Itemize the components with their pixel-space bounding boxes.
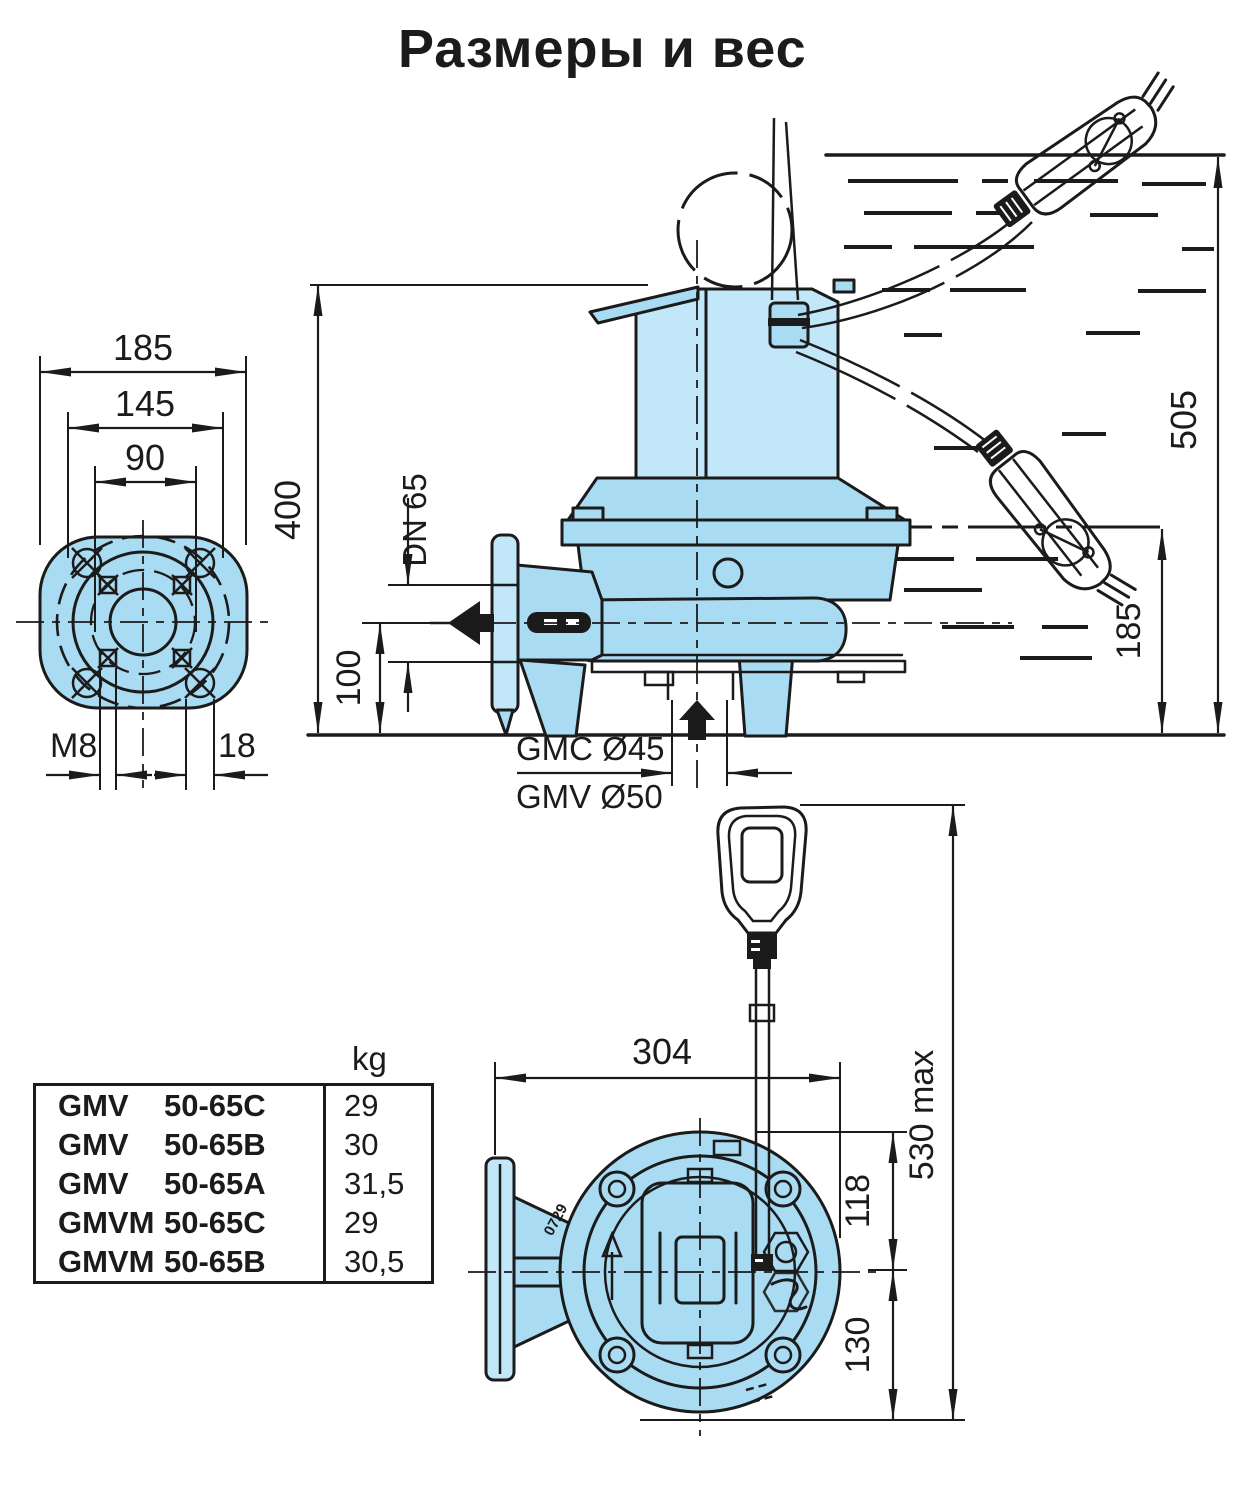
dim-bolt-spacing: 145 [115,383,175,424]
model-series: GMV [58,1165,129,1201]
dim-passage-gmv: GMV Ø50 [516,778,663,815]
bolt-holes [71,547,216,699]
seal-band [560,518,912,547]
cable-up [770,117,776,301]
model-series: GMV [58,1087,129,1123]
cable-clamp [762,1231,810,1313]
top-view: 0729 [468,1118,880,1436]
dim-level-min: 185 [1110,603,1148,660]
cable-to-lower-float [799,338,988,443]
thread-squares [97,574,193,669]
suction-flow-arrow [679,700,715,740]
model-size: 50-65A [164,1165,266,1201]
table-row: GMV 50-65C 29 [36,1086,431,1125]
oil-plug [712,557,744,589]
dim-center-to-bottom: 130 [839,1317,877,1374]
float-switch-lower [975,429,1137,607]
model-size: 50-65C [164,1087,266,1123]
model-weight: 29 [323,1203,431,1242]
top-lug [832,278,856,294]
float-switch-top-view [716,805,808,1271]
dim-passage-gmc: GMC Ø45 [516,730,665,767]
side-view [430,117,1033,795]
dim-width-overall: 185 [113,327,173,368]
model-size: 50-65C [164,1204,266,1240]
top-view-dimensions: 304 530 max 118 130 [494,804,965,1421]
page-title: Размеры и вес [398,19,807,79]
model-series: GMVM [58,1204,155,1240]
cable-to-upper-float [797,211,1023,317]
dim-hole-diameter: 18 [218,727,256,765]
model-series: GMV [58,1126,129,1162]
weight-table: GMV 50-65C 29 GMV 50-65B 30 GMV 50-65A 31,5… [33,1083,434,1284]
front-view: 185 145 90 M8 18 [16,327,272,790]
dim-flange-label: DN 65 [396,473,433,567]
dim-center-to-top: 118 [839,1174,877,1228]
mid-casing [576,543,900,602]
model-weight: 31,5 [323,1164,431,1203]
dim-inner-spacing: 90 [125,437,165,478]
dim-height-label: 400 [267,480,308,540]
discharge-flange [490,533,520,715]
table-row: GMV 50-65B 30 [36,1125,431,1164]
dim-float-cable: 530 max [903,1050,941,1180]
dim-discharge-height: 100 [330,650,368,707]
rotation-arrow [601,1230,623,1300]
weight-unit-label: kg [352,1040,387,1077]
dim-top-width: 304 [632,1031,692,1072]
top-view-bolts [598,1170,802,1374]
model-size: 50-65B [164,1126,266,1162]
model-series: GMVM [58,1243,155,1279]
water-surface [824,153,1226,660]
model-weight: 30,5 [323,1242,431,1281]
shoulder [566,476,907,522]
dim-submersion-max: 505 [1163,390,1204,450]
float-switch-upper [993,71,1175,228]
model-weight: 30 [323,1125,431,1164]
discharge-flow-arrow [430,601,494,645]
dim-thread-label: M8 [50,727,97,765]
table-row: GMV 50-65A 31,5 [36,1164,431,1203]
handle-bar [588,285,700,325]
cable-loop [676,171,794,289]
front-foot [518,658,587,738]
model-size: 50-65B [164,1243,266,1279]
model-weight: 29 [323,1086,431,1125]
side-view-dimensions: 400 DN 65 100 505 185 GMC Ø45 GMV Ø50 [267,157,1223,815]
